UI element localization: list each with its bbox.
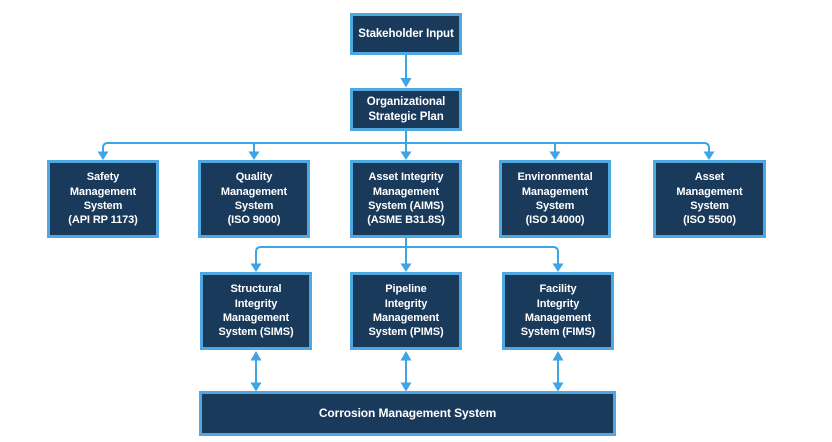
node-asset-management-system: Asset Management System (ISO 5500) — [653, 160, 766, 238]
node-quality-management-system: Quality Management System (ISO 9000) — [198, 160, 310, 238]
node-label: Stakeholder Input — [358, 27, 454, 40]
edge-sims-corrosion-bidirectional — [250, 351, 262, 392]
node-facility-integrity-management-system: Facility Integrity Management System (FI… — [502, 272, 614, 350]
edge-stakeholder-to-plan — [400, 55, 412, 88]
node-structural-integrity-management-system: Structural Integrity Management System (… — [200, 272, 312, 350]
node-safety-management-system: Safety Management System (API RP 1173) — [47, 160, 159, 238]
node-label: Pipeline Integrity Management System (PI… — [368, 283, 444, 339]
node-label: Facility Integrity Management System (FI… — [520, 283, 596, 339]
edge-plan-to-row2 — [97, 131, 715, 160]
node-label: Safety Management System (API RP 1173) — [68, 171, 138, 227]
node-label: Asset Management System (ISO 5500) — [676, 171, 743, 227]
node-stakeholder-input: Stakeholder Input — [350, 13, 462, 55]
node-label: Organizational Strategic Plan — [366, 95, 446, 123]
node-label: Structural Integrity Management System (… — [218, 283, 294, 339]
node-label: Environmental Management System (ISO 140… — [517, 171, 593, 227]
edge-fims-corrosion-bidirectional — [552, 351, 564, 392]
node-pipeline-integrity-management-system: Pipeline Integrity Management System (PI… — [350, 272, 462, 350]
node-label: Corrosion Management System — [318, 405, 497, 420]
node-corrosion-management-system: Corrosion Management System — [199, 391, 616, 436]
edge-pims-corrosion-bidirectional — [400, 351, 412, 392]
node-environmental-management-system: Environmental Management System (ISO 140… — [499, 160, 611, 238]
node-asset-integrity-management-system: Asset Integrity Management System (AIMS)… — [350, 160, 462, 238]
edge-aims-to-row3 — [250, 238, 564, 272]
node-label: Asset Integrity Management System (AIMS)… — [367, 171, 445, 227]
node-organizational-strategic-plan: Organizational Strategic Plan — [350, 88, 462, 131]
node-label: Quality Management System (ISO 9000) — [220, 171, 288, 227]
